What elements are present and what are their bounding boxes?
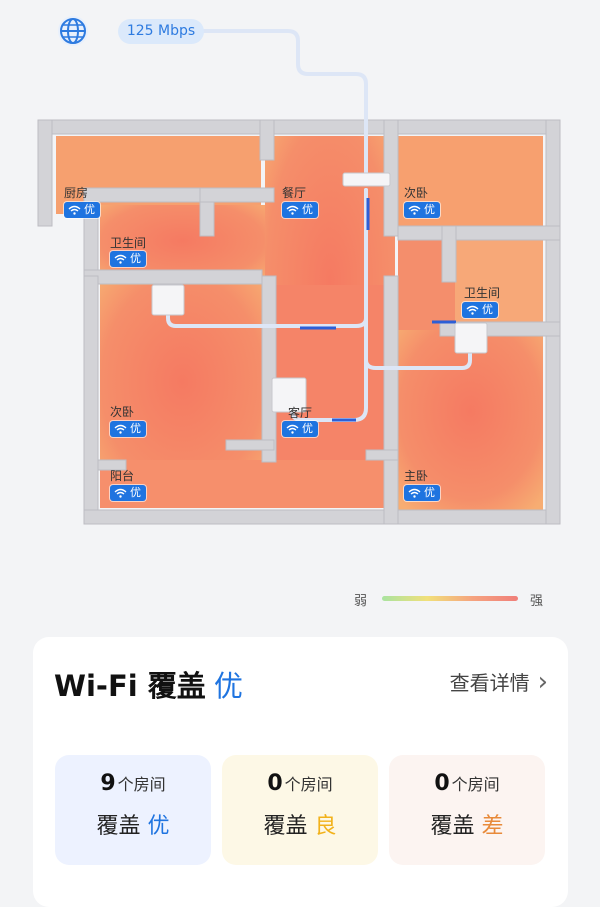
stat-count-unit: 个房间 xyxy=(451,775,500,794)
stat-count-value: 0 xyxy=(434,771,450,796)
access-point-device xyxy=(454,322,488,354)
stat-coverage: 覆盖 良 xyxy=(222,808,378,840)
room-badge-bedroom-w[interactable]: 优 xyxy=(110,421,146,437)
stat-coverage-label: 覆盖 xyxy=(96,814,141,839)
wifi-icon xyxy=(408,488,421,498)
cables xyxy=(166,29,472,422)
stat-coverage: 覆盖 优 xyxy=(55,808,211,840)
wifi-icon xyxy=(286,205,299,215)
stat-count-value: 9 xyxy=(100,771,116,796)
stat-coverage-label: 覆盖 xyxy=(263,814,308,839)
stat-coverage-label: 覆盖 xyxy=(430,814,475,839)
wifi-icon xyxy=(286,424,299,434)
stat-count-unit: 个房间 xyxy=(284,775,333,794)
room-grade: 优 xyxy=(130,422,141,435)
legend-strong-label: 强 xyxy=(530,594,544,609)
floor-plan: 125 Mbps 厨房 优 卫生间 优 餐厅 优 次卧 优 卫生间 优 次卧 优… xyxy=(37,14,561,525)
room-label-bedroom-w: 次卧 xyxy=(110,405,135,419)
view-details-label: 查看详情 xyxy=(449,671,530,695)
room-badge-master-bedroom[interactable]: 优 xyxy=(404,485,440,501)
room-label-bathroom-2: 卫生间 xyxy=(464,286,501,300)
stat-coverage: 覆盖 差 xyxy=(389,808,545,840)
coverage-overall-grade: 优 xyxy=(213,669,243,703)
room-grade: 优 xyxy=(130,252,141,265)
legend-gradient-bar xyxy=(382,596,518,601)
cable-highlights xyxy=(300,198,456,422)
access-point-device xyxy=(151,284,185,316)
room-grade: 优 xyxy=(424,486,435,499)
walls xyxy=(37,119,561,525)
access-points xyxy=(151,172,488,413)
room-grade: 优 xyxy=(84,203,95,216)
room-badge-living[interactable]: 优 xyxy=(282,421,318,437)
room-grade: 优 xyxy=(482,303,493,316)
room-badge-balcony[interactable]: 优 xyxy=(110,485,146,501)
room-badge-bathroom-1[interactable]: 优 xyxy=(110,251,146,267)
signal-legend: 弱 强 xyxy=(350,590,550,610)
room-label-kitchen: 厨房 xyxy=(64,186,89,200)
wifi-icon xyxy=(114,488,127,498)
floor-plan-drawing xyxy=(37,29,561,525)
room-badge-bathroom-2[interactable]: 优 xyxy=(462,302,498,318)
coverage-heatmap xyxy=(56,136,543,510)
coverage-title: Wi-Fi 覆盖优 xyxy=(54,663,243,705)
room-grade: 优 xyxy=(302,203,313,216)
room-badge-kitchen[interactable]: 优 xyxy=(64,202,100,218)
room-grade: 优 xyxy=(130,486,141,499)
room-grade: 优 xyxy=(302,422,313,435)
room-label-dining: 餐厅 xyxy=(282,186,307,200)
stat-count-value: 0 xyxy=(267,771,283,796)
router-device xyxy=(342,172,391,187)
wifi-icon xyxy=(68,205,81,215)
room-label-bathroom-1: 卫生间 xyxy=(110,236,147,250)
coverage-title-text: Wi-Fi 覆盖 xyxy=(54,669,206,703)
wifi-icon xyxy=(466,305,479,315)
stat-count-unit: 个房间 xyxy=(117,775,166,794)
room-badge-dining[interactable]: 优 xyxy=(282,202,318,218)
room-badge-bedroom-ne[interactable]: 优 xyxy=(404,202,440,218)
access-point-device xyxy=(271,377,307,413)
room-label-bedroom-ne: 次卧 xyxy=(404,186,429,200)
chevron-right-icon: › xyxy=(537,666,548,697)
stat-coverage-grade: 良 xyxy=(314,814,337,839)
stat-coverage-grade: 优 xyxy=(147,814,170,839)
room-grade: 优 xyxy=(424,203,435,216)
room-label-master-bedroom: 主卧 xyxy=(404,469,429,483)
room-label-balcony: 阳台 xyxy=(110,469,135,483)
wifi-icon xyxy=(114,254,127,264)
room-label-living: 客厅 xyxy=(288,406,313,420)
bandwidth-pill: 125 Mbps xyxy=(118,19,204,44)
view-details-link[interactable]: 查看详情 › xyxy=(450,667,548,696)
wifi-icon xyxy=(408,205,421,215)
globe-icon xyxy=(56,14,90,48)
wifi-icon xyxy=(114,424,127,434)
legend-weak-label: 弱 xyxy=(354,594,368,609)
stat-coverage-grade: 差 xyxy=(481,814,504,839)
